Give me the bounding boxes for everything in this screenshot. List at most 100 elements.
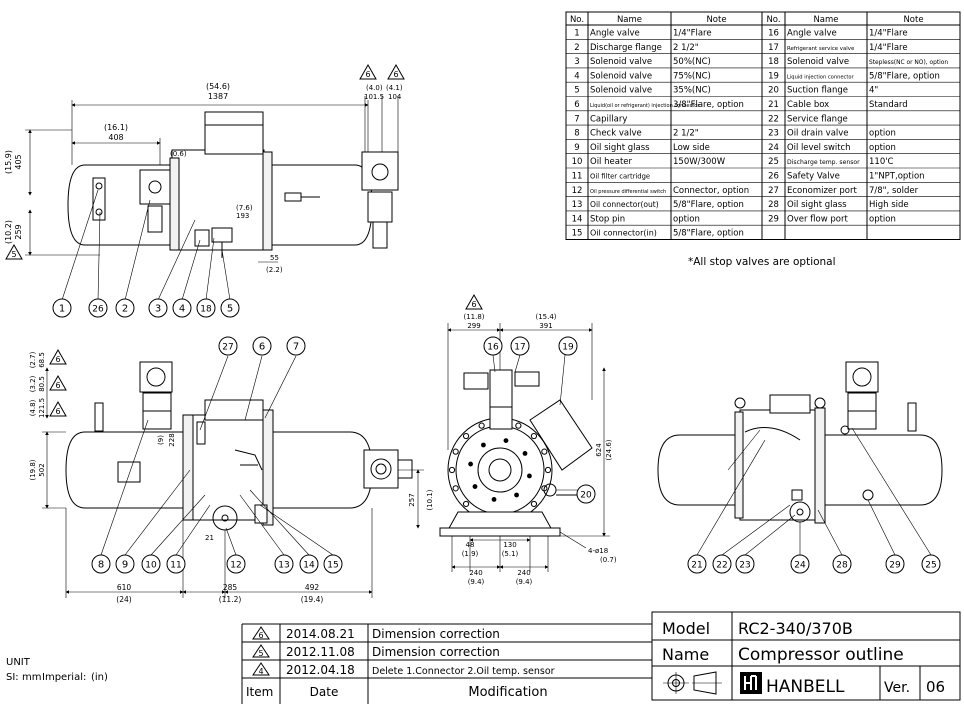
table-header-cell: No.	[570, 15, 584, 25]
svg-text:23: 23	[739, 561, 750, 571]
table-cell-note: 5/8"Flare, option	[673, 200, 744, 210]
callout-balloon: 29	[885, 554, 905, 574]
dim-overall-mm: 1387	[208, 92, 228, 101]
table-cell-no: 19	[768, 71, 779, 81]
table-cell-note: 7/8", solder	[869, 186, 919, 196]
table-cell-name: Service flange	[787, 114, 848, 124]
dim-b48-in: (1.9)	[462, 550, 479, 558]
callout-balloon: 3	[148, 298, 168, 318]
svg-text:22: 22	[716, 561, 727, 571]
table-cell-note: Low side	[673, 143, 710, 153]
dim-r1-in: (4.0)	[366, 84, 383, 92]
callout-balloon: 7	[286, 336, 306, 356]
table-cell-no: 6	[574, 100, 579, 110]
svg-text:3: 3	[155, 304, 161, 315]
table-cell-note: Connector, option	[673, 186, 749, 196]
dim-height-mm: 405	[14, 154, 23, 169]
rev-modification: Dimension correction	[372, 627, 500, 641]
dim-axis-mm: 259	[14, 224, 23, 239]
rev-mark-triangle: 6	[465, 293, 483, 310]
table-cell-name: Economizer port	[787, 186, 857, 196]
table-cell-name: Oil connector(in)	[590, 229, 657, 238]
table-cell-no: 12	[572, 186, 583, 196]
svg-text:4: 4	[258, 667, 263, 676]
callout-balloon: 12	[226, 554, 246, 574]
hanbell-logo-icon	[740, 672, 762, 694]
svg-text:10: 10	[145, 561, 157, 571]
rev-mark-triangle: 6	[49, 348, 67, 365]
callout-balloon: 28	[832, 554, 852, 574]
rev-mark-triangle: 6	[252, 626, 270, 640]
table-cell-name: Over flow port	[787, 214, 848, 224]
svg-text:28: 28	[836, 561, 848, 571]
rear-view	[657, 361, 943, 556]
dim-492: 492	[305, 583, 320, 592]
rev-mark-triangle: 6	[359, 63, 377, 80]
bolt-hole	[530, 432, 538, 440]
svg-text:17: 17	[514, 343, 525, 353]
table-cell-name: Oil drain valve	[787, 129, 849, 139]
table-cell-note: 150W/300W	[673, 157, 726, 167]
svg-text:18: 18	[200, 305, 212, 315]
dim-body-mm: 502	[38, 463, 46, 476]
dim-body-in: (19.8)	[29, 459, 37, 480]
table-cell-name: Oil sight glass	[787, 200, 847, 210]
dim-b130-in: (5.1)	[502, 550, 519, 558]
svg-text:16: 16	[487, 343, 499, 353]
rev-header-date: Date	[310, 685, 339, 699]
dim-610: 610	[117, 583, 132, 592]
table-cell-no: 10	[572, 157, 583, 167]
dim-small-mm: 193	[236, 212, 249, 220]
dim-w2-in: (15.4)	[535, 313, 556, 321]
table-cell-name: Angle valve	[787, 29, 837, 39]
callout-balloon: 26	[88, 298, 108, 318]
table-cell-no: 21	[768, 100, 779, 110]
table-cell-note: 1/4"Flare	[673, 29, 712, 39]
dim-h2-in: (3.2)	[29, 375, 37, 392]
svg-text:15: 15	[327, 561, 338, 571]
svg-text:20: 20	[580, 491, 592, 501]
table-cell-note: 1"NPT,option	[869, 172, 925, 182]
callout-balloon: 11	[166, 554, 186, 574]
table-cell-no: 15	[572, 229, 583, 239]
table-cell-note: Stepless(NC or NO), option	[869, 60, 948, 66]
svg-text:26: 26	[92, 305, 104, 315]
svg-text:7: 7	[293, 342, 299, 353]
table-cell-note: 35%(NC)	[673, 86, 711, 96]
version-label: Ver.	[884, 680, 910, 696]
dim-height-in: (15.9)	[4, 150, 13, 174]
bolt-hole	[481, 442, 486, 448]
table-cell-note: 1/4"Flare	[869, 29, 908, 39]
rev-mark-triangle: 6	[49, 400, 67, 417]
table-cell-no: 27	[768, 186, 779, 196]
table-header-cell: No.	[766, 15, 780, 25]
table-cell-no: 7	[574, 114, 579, 124]
dim-r1-mm: 101.5	[364, 93, 384, 101]
dim-257: 257	[408, 493, 416, 506]
table-header-cell: Name	[617, 15, 642, 25]
callout-balloon: 4	[172, 298, 192, 318]
dim-r2-mm: 104	[388, 93, 402, 101]
table-cell-no: 20	[768, 86, 779, 96]
front-view: (2.7) 68.5 (3.2) 80.5 (4.8) 121.5 (19.8)…	[29, 348, 434, 604]
table-cell-no: 29	[768, 214, 779, 224]
table-cell-note: 5/8"Flare, option	[869, 71, 940, 81]
dim-b240b-in: (9.4)	[516, 578, 533, 586]
table-cell-no: 18	[768, 57, 779, 67]
table-cell-no: 17	[768, 43, 779, 53]
callout-balloon: 18	[196, 298, 216, 318]
table-cell-no: 8	[574, 129, 579, 139]
rev-mark-triangle: 6	[387, 63, 405, 80]
svg-text:6: 6	[471, 300, 476, 309]
top-view: (54.6) 1387 (16.1) 408 (15.9) 405 (10.2)…	[4, 63, 405, 301]
dim-b48: 48	[466, 541, 475, 549]
svg-text:9: 9	[122, 560, 128, 571]
dim-h-in: (24.6)	[605, 439, 613, 460]
dim-left-in: (16.1)	[104, 123, 128, 132]
svg-text:8: 8	[98, 560, 104, 571]
dim-small-in: (7.6)	[236, 204, 253, 212]
